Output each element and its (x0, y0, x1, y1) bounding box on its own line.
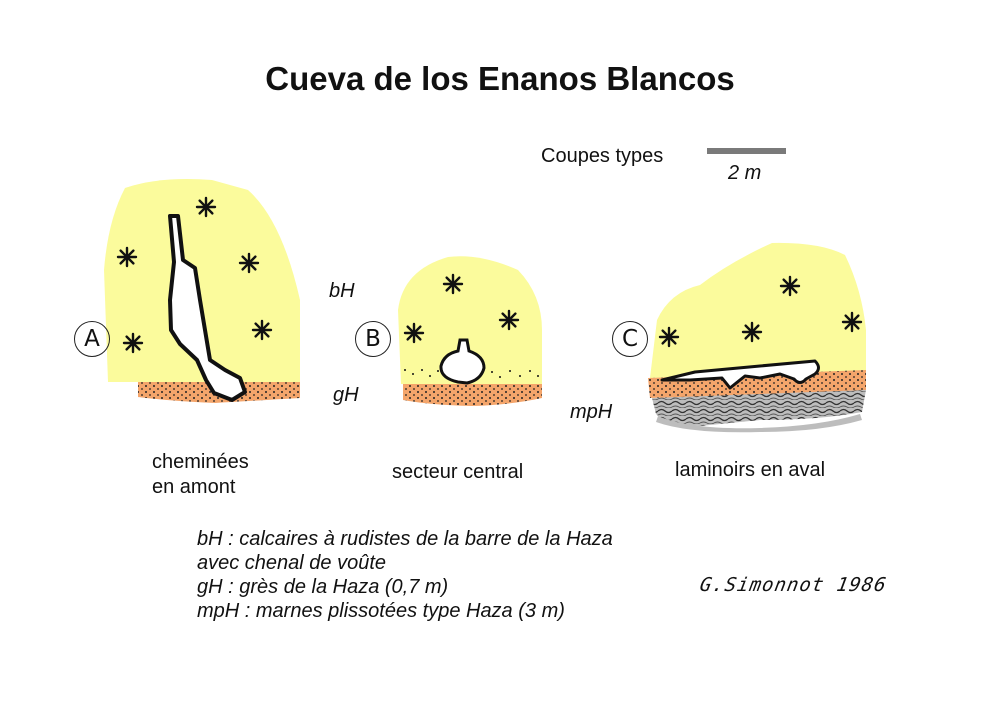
section-a-chimney (168, 214, 247, 402)
rudist-star-icon (442, 273, 464, 295)
section-a-caption-2: en amont (152, 476, 236, 498)
rudist-star-icon (122, 332, 144, 354)
section-b-caption: secteur central (392, 461, 524, 483)
legend-line-3: gH : grès de la Haza (0,7 m) (197, 576, 449, 598)
unit-label-bh: bH (329, 280, 355, 302)
section-b-limestone (398, 256, 542, 384)
scale-label: Coupes types (541, 145, 664, 167)
diagram-title: Cueva de los Enanos Blancos (265, 60, 735, 97)
rudist-star-icon (658, 326, 680, 348)
section-a-letter: A (74, 321, 110, 357)
legend-line-1: bH : calcaires à rudistes de la barre de… (197, 528, 613, 550)
section-c (648, 242, 866, 433)
section-b-letter: B (355, 321, 391, 357)
section-a-caption-1: cheminées (152, 451, 249, 473)
legend-line-4: mpH : marnes plissotées type Haza (3 m) (197, 600, 565, 622)
section-b (398, 256, 542, 406)
rudist-star-icon (841, 311, 863, 333)
rudist-star-icon (403, 322, 425, 344)
section-c-laminoir (660, 359, 820, 390)
scale-bar (707, 148, 786, 154)
author-signature: G.Simonnot 1986 (698, 574, 889, 596)
section-c-marl (652, 390, 866, 426)
section-c-caption: laminoirs en aval (675, 459, 826, 481)
scale-value: 2 m (728, 162, 762, 184)
rudist-star-icon (251, 319, 273, 341)
section-a-limestone (104, 179, 300, 382)
section-c-limestone (650, 242, 866, 378)
section-a (104, 179, 300, 403)
legend: bH : calcaires à rudistes de la barre de… (197, 527, 613, 623)
rudist-star-icon (498, 309, 520, 331)
rudist-star-icon (238, 252, 260, 274)
unit-label-gh: gH (333, 384, 359, 406)
section-b-dots (404, 369, 539, 378)
legend-line-2: avec chenal de voûte (197, 552, 387, 574)
rudist-star-icon (741, 321, 763, 343)
section-c-letter: C (612, 321, 648, 357)
rudist-star-icon (116, 246, 138, 268)
section-b-sandstone (403, 384, 542, 406)
rudist-star-icon (195, 196, 217, 218)
rudist-star-icon (779, 275, 801, 297)
section-b-cavity (439, 338, 486, 385)
unit-label-mph: mpH (570, 401, 613, 423)
section-c-marl-base (656, 414, 862, 433)
